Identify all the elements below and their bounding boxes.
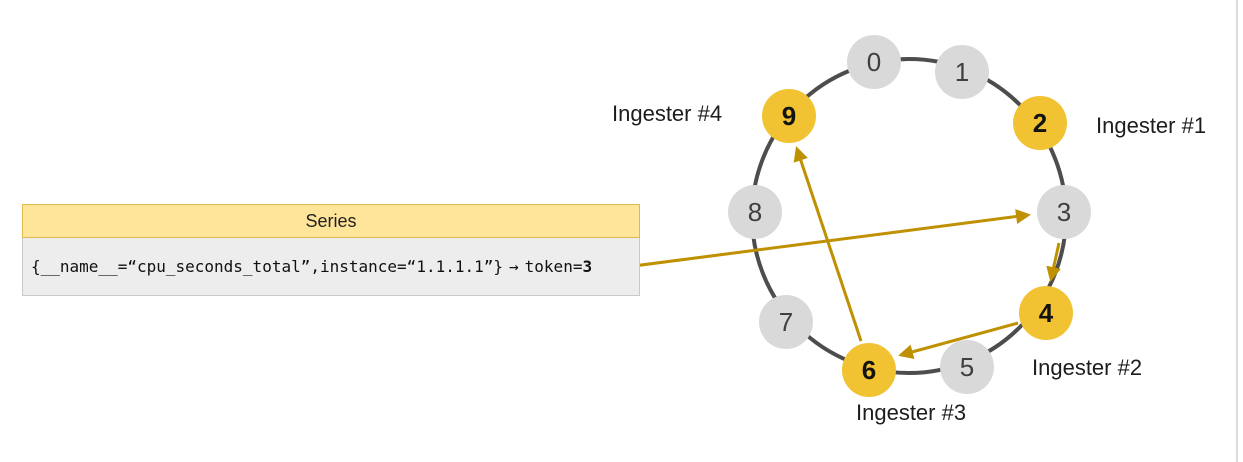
ring-node-0: 0 — [847, 35, 901, 89]
ring-node-6: 6 — [842, 343, 896, 397]
arrow-token-4-to-6 — [898, 321, 1019, 360]
ring-node-2: 2 — [1013, 96, 1067, 150]
series-box: Series {__name__=“cpu_seconds_total”,ins… — [22, 204, 640, 296]
ring-node-4: 4 — [1019, 286, 1073, 340]
maps-to-arrow-icon: → — [509, 257, 519, 276]
ring-node-7: 7 — [759, 295, 813, 349]
series-box-body: {__name__=“cpu_seconds_total”,instance=“… — [22, 238, 640, 296]
arrow-token-3-to-4 — [1046, 242, 1061, 282]
ring-node-9: 9 — [762, 89, 816, 143]
ingester-1-label: Ingester #1 — [1096, 113, 1207, 138]
token-value: 3 — [582, 257, 593, 276]
series-expression: {__name__=“cpu_seconds_total”,instance=“… — [31, 257, 504, 276]
ring-node-5: 5 — [940, 340, 994, 394]
ring-node-8: 8 — [728, 185, 782, 239]
ingester-4-label: Ingester #4 — [612, 101, 723, 126]
ingester-3-label: Ingester #3 — [856, 400, 967, 425]
ring-node-3: 3 — [1037, 185, 1091, 239]
token-prefix: token= — [524, 257, 583, 276]
page-right-border — [1236, 0, 1238, 462]
arrow-token-6-to-9 — [793, 146, 863, 342]
ring-node-1: 1 — [935, 45, 989, 99]
series-box-header: Series — [22, 204, 640, 238]
arrow-series-to-token-3 — [617, 209, 1031, 270]
ingester-2-label: Ingester #2 — [1032, 355, 1143, 380]
